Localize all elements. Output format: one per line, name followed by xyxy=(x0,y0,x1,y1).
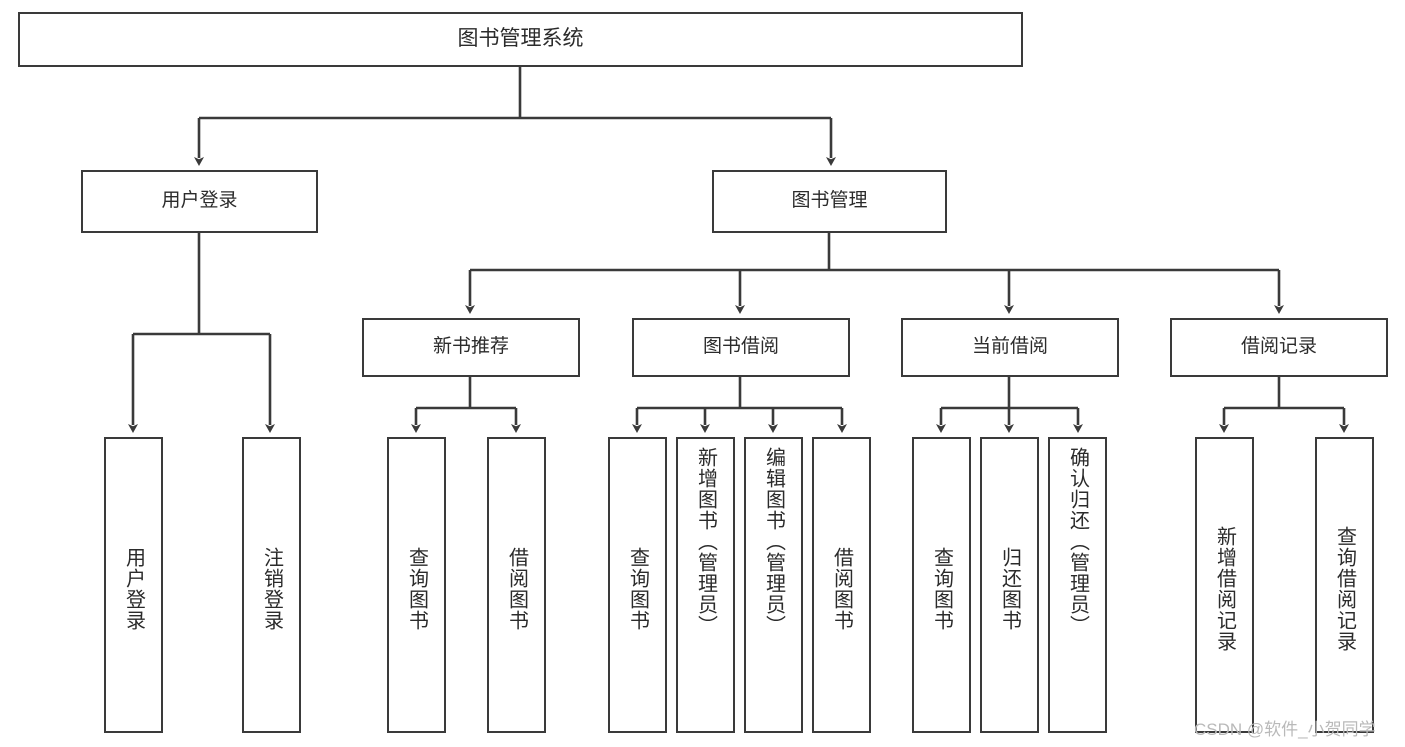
node-book-manage[interactable]: 图书管理 xyxy=(712,170,947,233)
leaf-currentborrow-return-book[interactable]: 归还图书 xyxy=(980,437,1039,733)
leaf-bookborrow-borrow-book[interactable]: 借阅图书 xyxy=(812,437,871,733)
node-book-manage-label: 图书管理 xyxy=(791,190,868,212)
leaf-currentborrow-return-book-label: 归还图书 xyxy=(998,547,1021,631)
leaf-logout-label: 注销登录 xyxy=(260,547,283,631)
leaf-bookborrow-query-book[interactable]: 查询图书 xyxy=(608,437,667,733)
node-user-login-label: 用户登录 xyxy=(161,190,238,212)
node-root-label: 图书管理系统 xyxy=(457,27,584,51)
leaf-currentborrow-confirm-return[interactable]: 确认归还（管理员） xyxy=(1048,437,1107,733)
node-user-login[interactable]: 用户登录 xyxy=(81,170,318,233)
leaf-user-login-label: 用户登录 xyxy=(122,547,145,631)
node-book-borrow-label: 图书借阅 xyxy=(702,336,779,358)
leaf-newbook-borrow-book-label: 借阅图书 xyxy=(505,547,528,631)
leaf-borrowrecord-add-record-label: 新增借阅记录 xyxy=(1213,526,1236,652)
leaf-currentborrow-query-book-label: 查询图书 xyxy=(930,547,953,631)
node-borrow-record[interactable]: 借阅记录 xyxy=(1170,318,1388,377)
leaf-bookborrow-borrow-book-label: 借阅图书 xyxy=(830,547,853,631)
leaf-currentborrow-confirm-return-label: 确认归还（管理员） xyxy=(1066,447,1089,636)
leaf-bookborrow-edit-book-label: 编辑图书（管理员） xyxy=(762,447,785,636)
leaf-bookborrow-query-book-label: 查询图书 xyxy=(626,547,649,631)
leaf-bookborrow-add-book-label: 新增图书（管理员） xyxy=(694,447,717,636)
leaf-logout[interactable]: 注销登录 xyxy=(242,437,301,733)
leaf-borrowrecord-query-record[interactable]: 查询借阅记录 xyxy=(1315,437,1374,733)
node-root[interactable]: 图书管理系统 xyxy=(18,12,1023,67)
node-borrow-record-label: 借阅记录 xyxy=(1240,336,1317,358)
leaf-bookborrow-add-book[interactable]: 新增图书（管理员） xyxy=(676,437,735,733)
leaf-newbook-query-book[interactable]: 查询图书 xyxy=(387,437,446,733)
node-current-borrow-label: 当前借阅 xyxy=(971,336,1048,358)
leaf-user-login[interactable]: 用户登录 xyxy=(104,437,163,733)
node-book-borrow[interactable]: 图书借阅 xyxy=(632,318,850,377)
leaf-currentborrow-query-book[interactable]: 查询图书 xyxy=(912,437,971,733)
leaf-newbook-query-book-label: 查询图书 xyxy=(405,547,428,631)
leaf-bookborrow-edit-book[interactable]: 编辑图书（管理员） xyxy=(744,437,803,733)
leaf-borrowrecord-query-record-label: 查询借阅记录 xyxy=(1333,526,1356,652)
leaf-borrowrecord-add-record[interactable]: 新增借阅记录 xyxy=(1195,437,1254,733)
node-current-borrow[interactable]: 当前借阅 xyxy=(901,318,1119,377)
leaf-newbook-borrow-book[interactable]: 借阅图书 xyxy=(487,437,546,733)
node-new-book[interactable]: 新书推荐 xyxy=(362,318,580,377)
node-new-book-label: 新书推荐 xyxy=(432,336,509,358)
